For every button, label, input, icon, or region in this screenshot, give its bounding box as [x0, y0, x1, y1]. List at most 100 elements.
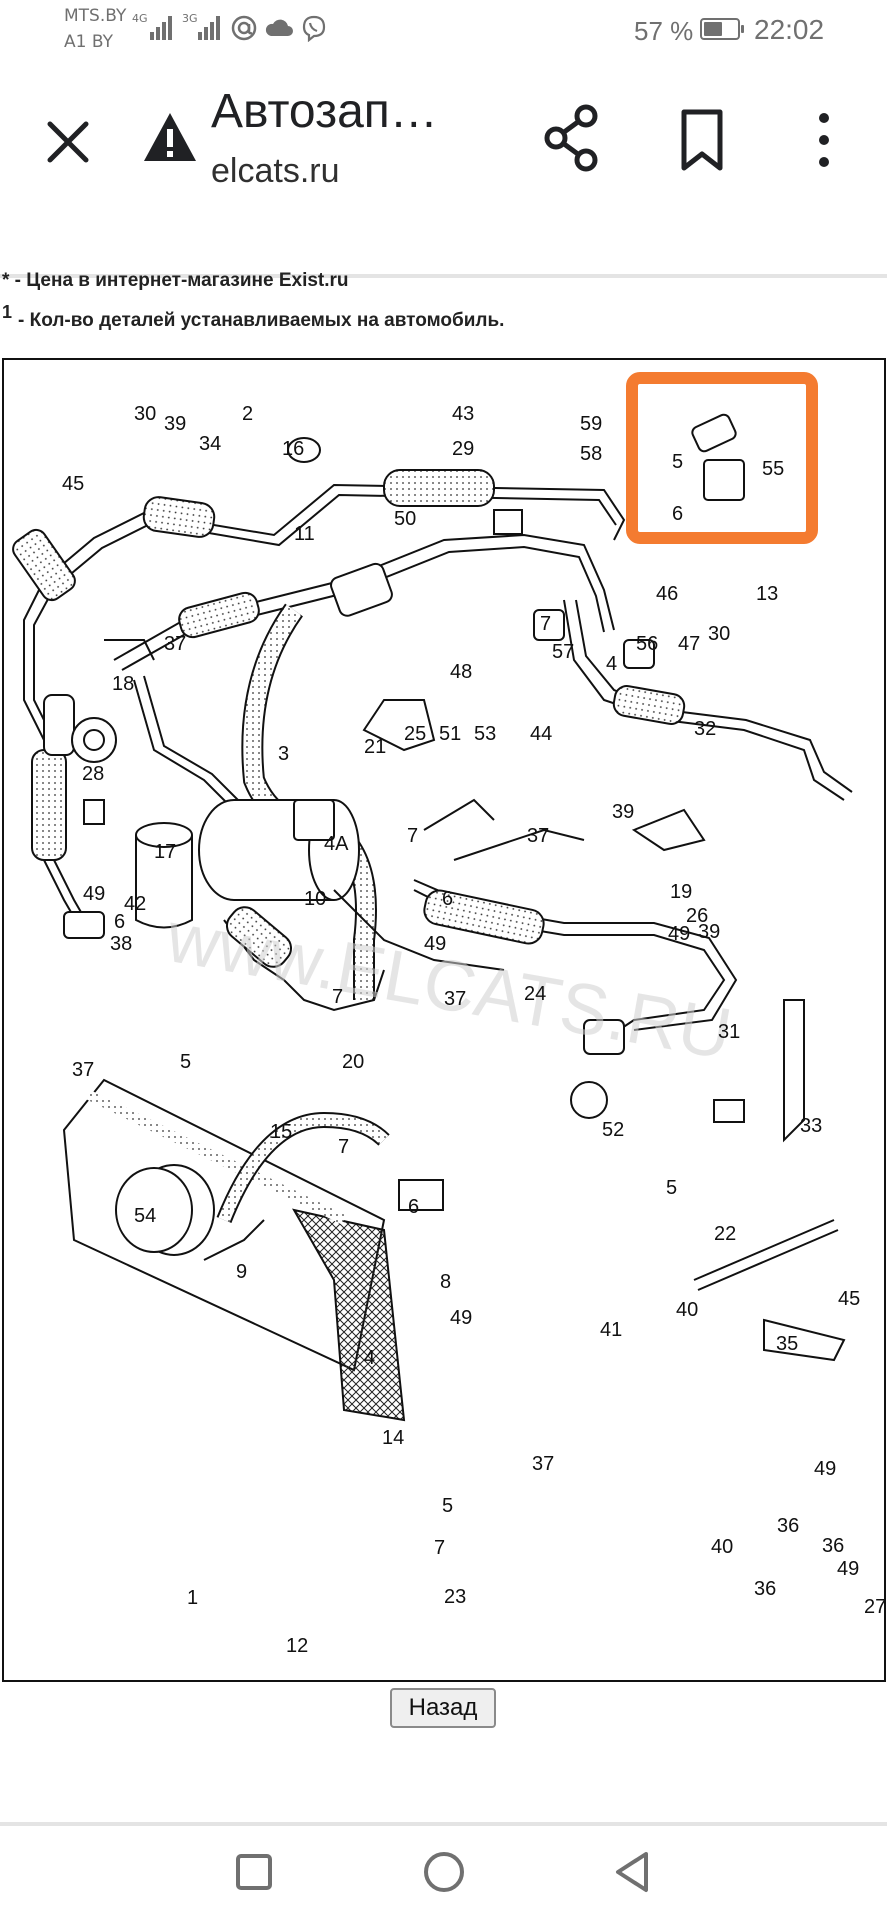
callout-label-37[interactable]: 37 — [444, 988, 466, 1010]
callout-label-47[interactable]: 47 — [678, 633, 700, 655]
back-button[interactable]: Назад — [390, 1688, 496, 1728]
callout-label-11[interactable]: 11 — [294, 523, 315, 545]
callout-label-4A[interactable]: 4A — [324, 833, 349, 855]
callout-label-21[interactable]: 21 — [364, 736, 386, 758]
callout-label-45[interactable]: 45 — [62, 473, 84, 495]
callout-label-53[interactable]: 53 — [474, 723, 496, 745]
callout-label-36[interactable]: 36 — [777, 1515, 799, 1537]
callout-label-49[interactable]: 49 — [424, 933, 446, 955]
callout-label-5[interactable]: 5 — [442, 1495, 453, 1517]
callout-label-56[interactable]: 56 — [636, 633, 658, 655]
callout-label-25[interactable]: 25 — [404, 723, 426, 745]
callout-label-6[interactable]: 6 — [442, 888, 453, 910]
callout-label-3[interactable]: 3 — [278, 743, 289, 765]
callout-label-36[interactable]: 36 — [754, 1578, 776, 1600]
callout-label-22[interactable]: 22 — [714, 1223, 736, 1245]
callout-label-49[interactable]: 49 — [814, 1458, 836, 1480]
page-title[interactable]: Автозап… — [211, 85, 438, 138]
callout-label-17[interactable]: 17 — [154, 841, 176, 863]
back-triangle-icon[interactable] — [608, 1848, 656, 1896]
callout-label-54[interactable]: 54 — [134, 1205, 156, 1227]
callout-label-5[interactable]: 5 — [672, 451, 683, 473]
callout-label-14[interactable]: 14 — [382, 1427, 404, 1449]
callout-label-40[interactable]: 40 — [711, 1536, 733, 1558]
callout-label-19[interactable]: 19 — [670, 881, 692, 903]
callout-label-39[interactable]: 39 — [164, 413, 186, 435]
callout-label-1[interactable]: 1 — [187, 1587, 198, 1609]
page-domain[interactable]: elcats.ru — [211, 152, 340, 190]
callout-label-33[interactable]: 33 — [800, 1115, 822, 1137]
callout-label-5[interactable]: 5 — [666, 1177, 677, 1199]
callout-label-32[interactable]: 32 — [694, 718, 716, 740]
callout-label-9[interactable]: 9 — [236, 1261, 247, 1283]
callout-label-59[interactable]: 59 — [580, 413, 602, 435]
callout-label-7[interactable]: 7 — [338, 1136, 349, 1158]
callout-label-28[interactable]: 28 — [82, 763, 104, 785]
callout-label-40[interactable]: 40 — [676, 1299, 698, 1321]
callout-label-52[interactable]: 52 — [602, 1119, 624, 1141]
callout-label-7[interactable]: 7 — [407, 825, 418, 847]
callout-label-58[interactable]: 58 — [580, 443, 602, 465]
callout-label-48[interactable]: 48 — [450, 661, 472, 683]
callout-label-46[interactable]: 46 — [656, 583, 678, 605]
callout-label-39[interactable]: 39 — [612, 801, 634, 823]
callout-label-2[interactable]: 2 — [242, 403, 253, 425]
callout-label-13[interactable]: 13 — [756, 583, 778, 605]
callout-label-16[interactable]: 16 — [282, 438, 304, 460]
callout-label-31[interactable]: 31 — [718, 1021, 740, 1043]
callout-label-45[interactable]: 45 — [838, 1288, 860, 1310]
callout-label-4[interactable]: 4 — [606, 653, 617, 675]
callout-label-55[interactable]: 55 — [762, 458, 784, 480]
callout-label-41[interactable]: 41 — [600, 1319, 622, 1341]
more-vert-icon[interactable] — [806, 106, 842, 174]
callout-label-49[interactable]: 49 — [668, 923, 690, 945]
callout-label-30[interactable]: 30 — [134, 403, 156, 425]
callout-label-4[interactable]: 4 — [364, 1347, 375, 1369]
callout-label-39[interactable]: 39 — [698, 921, 720, 943]
callout-label-12[interactable]: 12 — [286, 1635, 308, 1657]
home-icon[interactable] — [420, 1848, 468, 1896]
callout-label-51[interactable]: 51 — [439, 723, 461, 745]
callout-label-37[interactable]: 37 — [164, 633, 186, 655]
callout-label-5[interactable]: 5 — [180, 1051, 191, 1073]
callout-label-24[interactable]: 24 — [524, 983, 546, 1005]
callout-label-29[interactable]: 29 — [452, 438, 474, 460]
callout-label-37[interactable]: 37 — [532, 1453, 554, 1475]
callout-label-18[interactable]: 18 — [112, 673, 134, 695]
close-icon[interactable] — [38, 112, 98, 172]
callout-label-26[interactable]: 26 — [686, 905, 708, 927]
callout-label-49[interactable]: 49 — [450, 1307, 472, 1329]
callout-label-6[interactable]: 6 — [114, 911, 125, 933]
callout-label-23[interactable]: 23 — [444, 1586, 466, 1608]
callout-label-37[interactable]: 37 — [72, 1059, 94, 1081]
bookmark-icon[interactable] — [670, 106, 734, 174]
callout-label-38[interactable]: 38 — [110, 933, 132, 955]
callout-label-6[interactable]: 6 — [408, 1196, 419, 1218]
callout-label-42[interactable]: 42 — [124, 893, 146, 915]
callout-label-7[interactable]: 7 — [540, 613, 551, 635]
callout-label-15[interactable]: 15 — [270, 1121, 292, 1143]
callout-label-7[interactable]: 7 — [332, 986, 343, 1008]
callout-label-30[interactable]: 30 — [708, 623, 730, 645]
callout-label-49[interactable]: 49 — [83, 883, 105, 905]
callout-label-44[interactable]: 44 — [530, 723, 552, 745]
callout-label-20[interactable]: 20 — [342, 1051, 364, 1073]
callout-label-49[interactable]: 49 — [837, 1558, 859, 1580]
warning-icon[interactable] — [142, 107, 198, 167]
callout-label-34[interactable]: 34 — [199, 433, 221, 455]
recent-apps-icon[interactable] — [230, 1848, 278, 1896]
callout-label-7[interactable]: 7 — [434, 1537, 445, 1559]
parts-diagram-drawing[interactable]: www.ELCATS.RU 30393445216432959585556501… — [4, 360, 884, 1680]
callout-label-43[interactable]: 43 — [452, 403, 474, 425]
callout-label-36[interactable]: 36 — [822, 1535, 844, 1557]
callout-label-27[interactable]: 27 — [864, 1596, 884, 1618]
callout-label-10[interactable]: 10 — [304, 888, 326, 910]
callout-label-35[interactable]: 35 — [776, 1333, 798, 1355]
callout-label-57[interactable]: 57 — [552, 641, 574, 663]
callout-label-8[interactable]: 8 — [440, 1271, 451, 1293]
callout-label-37[interactable]: 37 — [527, 825, 549, 847]
callout-label-50[interactable]: 50 — [394, 508, 416, 530]
share-icon[interactable] — [540, 102, 604, 174]
callout-label-6[interactable]: 6 — [672, 503, 683, 525]
